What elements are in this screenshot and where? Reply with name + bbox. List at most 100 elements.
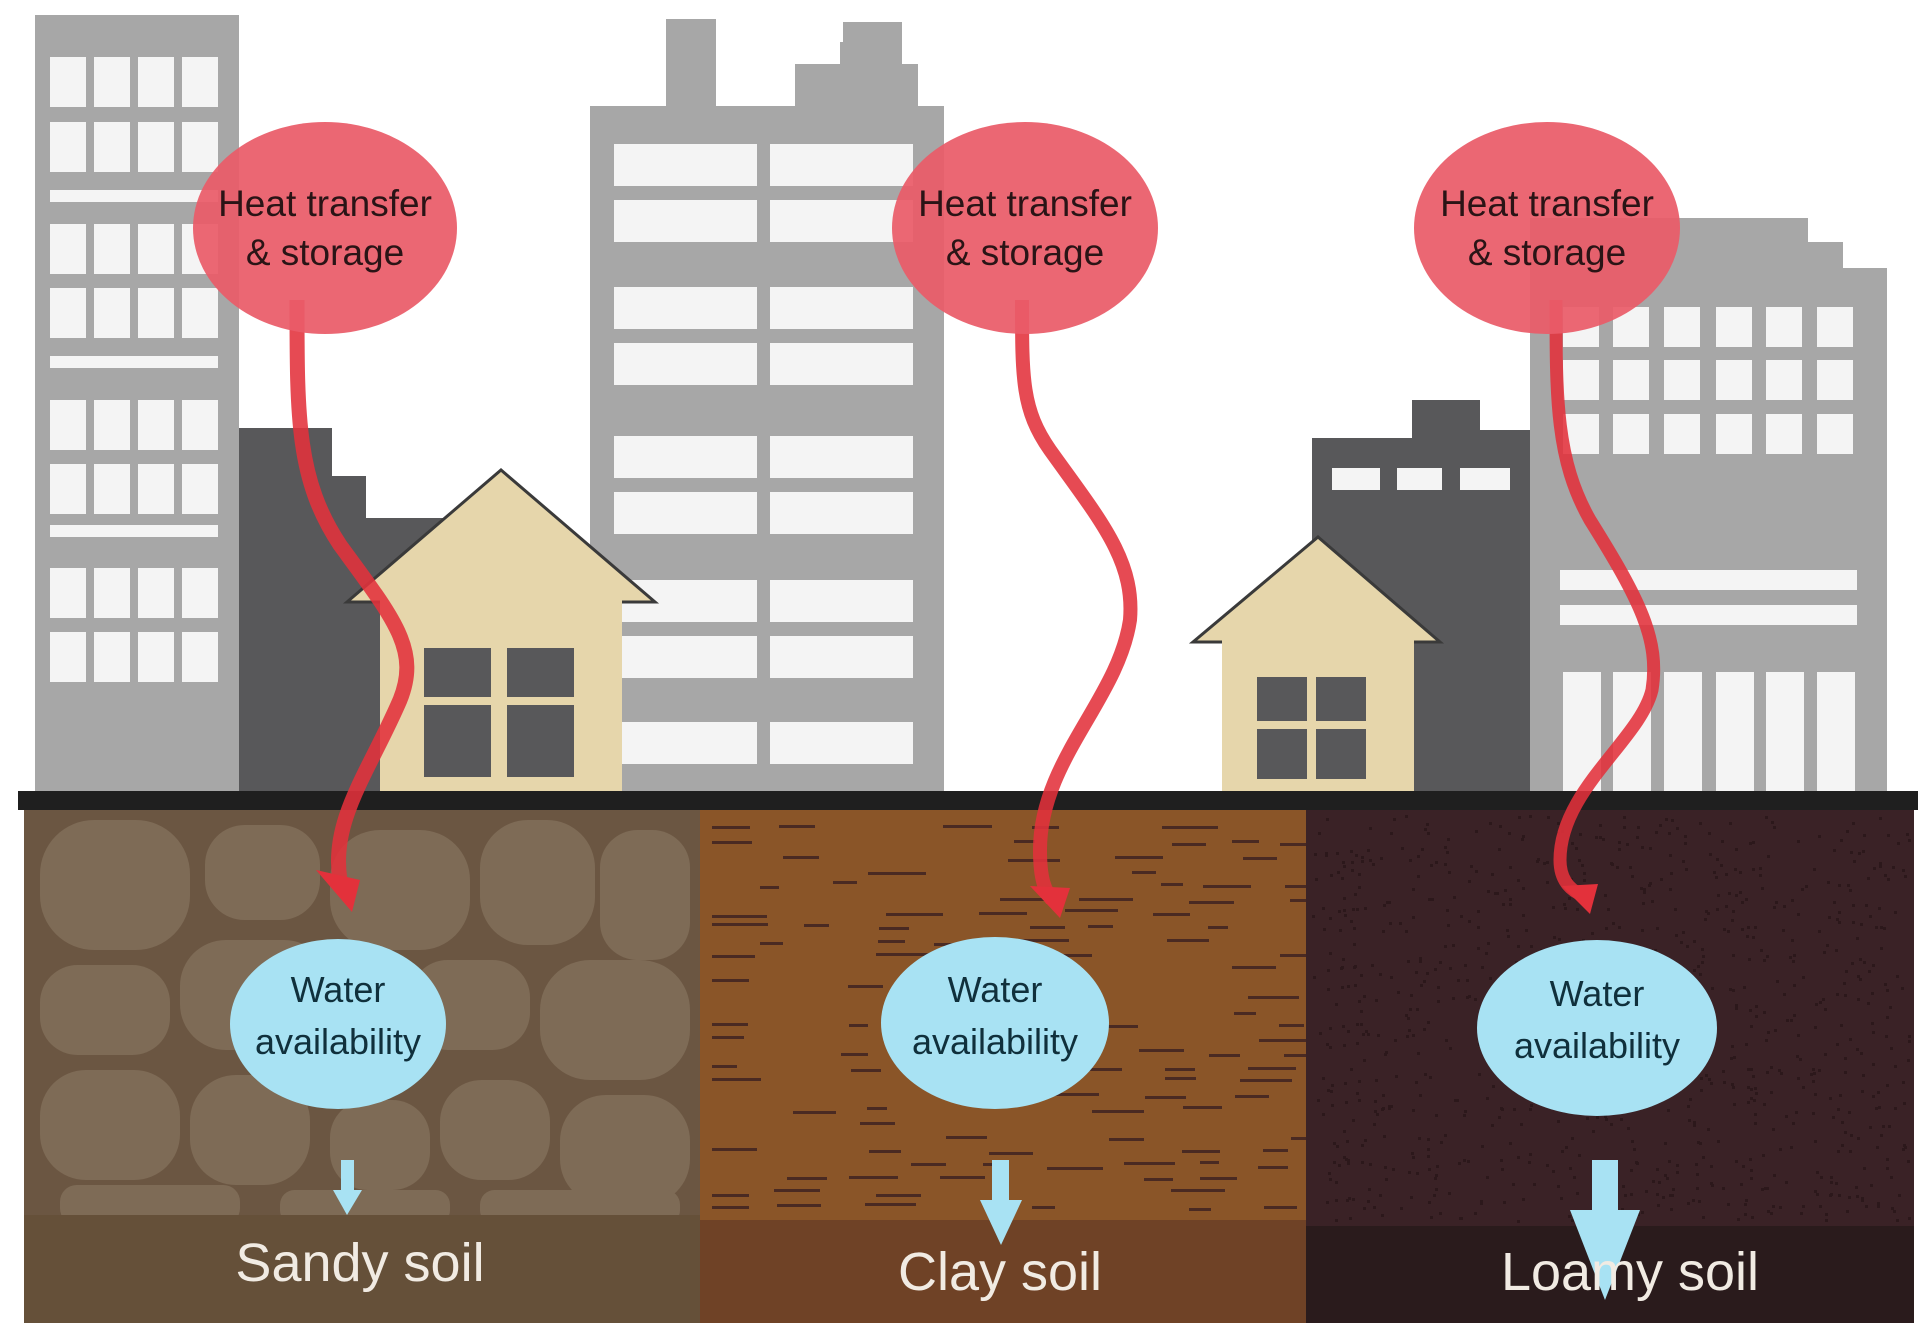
loam-speck: [1453, 896, 1456, 899]
window: [770, 580, 913, 622]
loam-speck: [1419, 1094, 1422, 1097]
clay-streak: [1291, 1137, 1320, 1140]
loam-speck: [1860, 923, 1863, 926]
loam-speck: [1353, 966, 1356, 969]
loam-speck: [1349, 1217, 1352, 1220]
loam-speck: [1374, 1100, 1377, 1103]
loam-speck: [1390, 976, 1393, 979]
loam-speck: [1813, 868, 1816, 871]
loam-speck: [1868, 970, 1871, 973]
loam-speck: [1660, 878, 1663, 881]
loam-speck: [1604, 1115, 1607, 1118]
window: [1613, 360, 1649, 400]
loam-speck: [1810, 1073, 1813, 1076]
loam-speck: [1384, 1053, 1387, 1056]
clay-streak: [1144, 1178, 1173, 1181]
loam-speck: [1331, 1084, 1334, 1087]
loam-speck: [1805, 885, 1808, 888]
loam-speck: [1752, 1075, 1755, 1078]
loam-speck: [1434, 1177, 1437, 1180]
loam-speck: [1466, 996, 1469, 999]
loam-speck: [1369, 827, 1372, 830]
clay-streak: [1013, 939, 1069, 942]
loam-speck: [1886, 989, 1889, 992]
loam-speck: [1755, 1005, 1758, 1008]
loam-speck: [1764, 1187, 1767, 1190]
clay-streak: [1105, 1025, 1138, 1028]
loam-speck: [1445, 1039, 1448, 1042]
sand-grain: [330, 1100, 430, 1190]
window: [138, 122, 174, 172]
loam-speck: [1579, 833, 1582, 836]
window: [182, 632, 218, 682]
loam-speck: [1529, 1108, 1532, 1111]
loam-speck: [1859, 978, 1862, 981]
loam-speck: [1641, 1211, 1644, 1214]
loam-speck: [1886, 1084, 1889, 1087]
loam-speck: [1407, 960, 1410, 963]
loam-speck: [1397, 991, 1400, 994]
loam-speck: [1427, 1155, 1430, 1158]
loam-speck: [1636, 836, 1639, 839]
loam-speck: [1819, 1205, 1822, 1208]
loam-speck: [1494, 892, 1497, 895]
clay-streak: [1259, 1039, 1307, 1042]
loam-speck: [1767, 1031, 1770, 1034]
sand-grain: [560, 1095, 690, 1205]
window: [614, 287, 757, 329]
clay-streak: [943, 825, 992, 828]
loam-speck: [1888, 1125, 1891, 1128]
loam-speck: [1444, 846, 1447, 849]
loam-speck: [1867, 877, 1870, 880]
loam-speck: [1840, 1024, 1843, 1027]
loam-speck: [1410, 1196, 1413, 1199]
loam-speck: [1902, 1148, 1905, 1151]
water-label-line2: availability: [1514, 1025, 1680, 1066]
loam-speck: [1897, 842, 1900, 845]
loam-speck: [1591, 932, 1594, 935]
clay-streak: [1000, 898, 1054, 901]
window: [614, 200, 757, 242]
loam-speck: [1498, 1116, 1501, 1119]
loam-speck: [1729, 822, 1732, 825]
loam-speck: [1486, 1176, 1489, 1179]
loam-speck: [1685, 868, 1688, 871]
loam-speck: [1741, 901, 1744, 904]
loam-speck: [1336, 1145, 1339, 1148]
loam-speck: [1818, 835, 1821, 838]
loam-speck: [1557, 1185, 1560, 1188]
loam-speck: [1816, 1193, 1819, 1196]
loam-speck: [1676, 827, 1679, 830]
loam-speck: [1343, 897, 1346, 900]
loam-speck: [1592, 1130, 1595, 1133]
loam-speck: [1906, 833, 1909, 836]
loam-speck: [1684, 842, 1687, 845]
loam-speck: [1710, 1082, 1713, 1085]
window: [1817, 307, 1853, 347]
window: [770, 200, 913, 242]
loam-speck: [1360, 974, 1363, 977]
clay-streak: [1232, 966, 1276, 969]
loam-speck: [1546, 1164, 1549, 1167]
loam-speck: [1648, 884, 1651, 887]
loam-speck: [1863, 834, 1866, 837]
loam-speck: [1697, 1141, 1700, 1144]
loam-speck: [1902, 869, 1905, 872]
loam-speck: [1901, 987, 1904, 990]
loam-speck: [1621, 1208, 1624, 1211]
clay-streak: [804, 924, 829, 927]
water-label-line1: Water: [291, 969, 386, 1010]
window: [50, 224, 86, 274]
clay-streak: [1258, 1166, 1288, 1169]
loam-speck: [1696, 1187, 1699, 1190]
loam-speck: [1313, 976, 1316, 979]
loam-speck: [1361, 1144, 1364, 1147]
loam-speck: [1522, 887, 1525, 890]
loam-speck: [1329, 1027, 1332, 1030]
window: [770, 636, 913, 678]
loam-speck: [1830, 1181, 1833, 1184]
clay-streak: [1264, 1206, 1297, 1209]
loam-speck: [1717, 894, 1720, 897]
water-label-line2: availability: [912, 1021, 1078, 1062]
clay-streak: [1030, 926, 1065, 929]
